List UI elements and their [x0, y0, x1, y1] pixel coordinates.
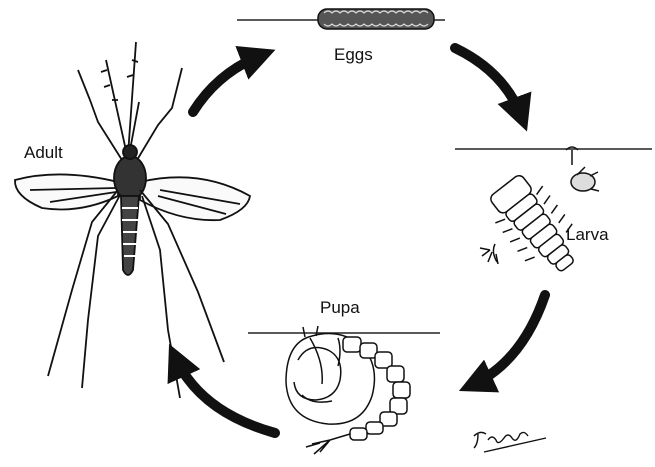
arrow-adult-to-eggs [193, 55, 262, 112]
stage-label-pupa: Pupa [320, 298, 360, 318]
egg-raft-illustration [318, 9, 434, 29]
stage-label-larva: Larva [566, 225, 609, 245]
artist-signature [474, 432, 546, 452]
arrow-larva-to-pupa [472, 295, 545, 385]
pupa-illustration [286, 326, 410, 454]
larva-illustration [480, 147, 599, 285]
arrow-pupa-to-adult [175, 357, 275, 433]
adult-mosquito-illustration [15, 42, 250, 398]
arrow-eggs-to-larva [455, 48, 522, 118]
stage-label-eggs: Eggs [334, 45, 373, 65]
stage-label-adult: Adult [24, 143, 63, 163]
